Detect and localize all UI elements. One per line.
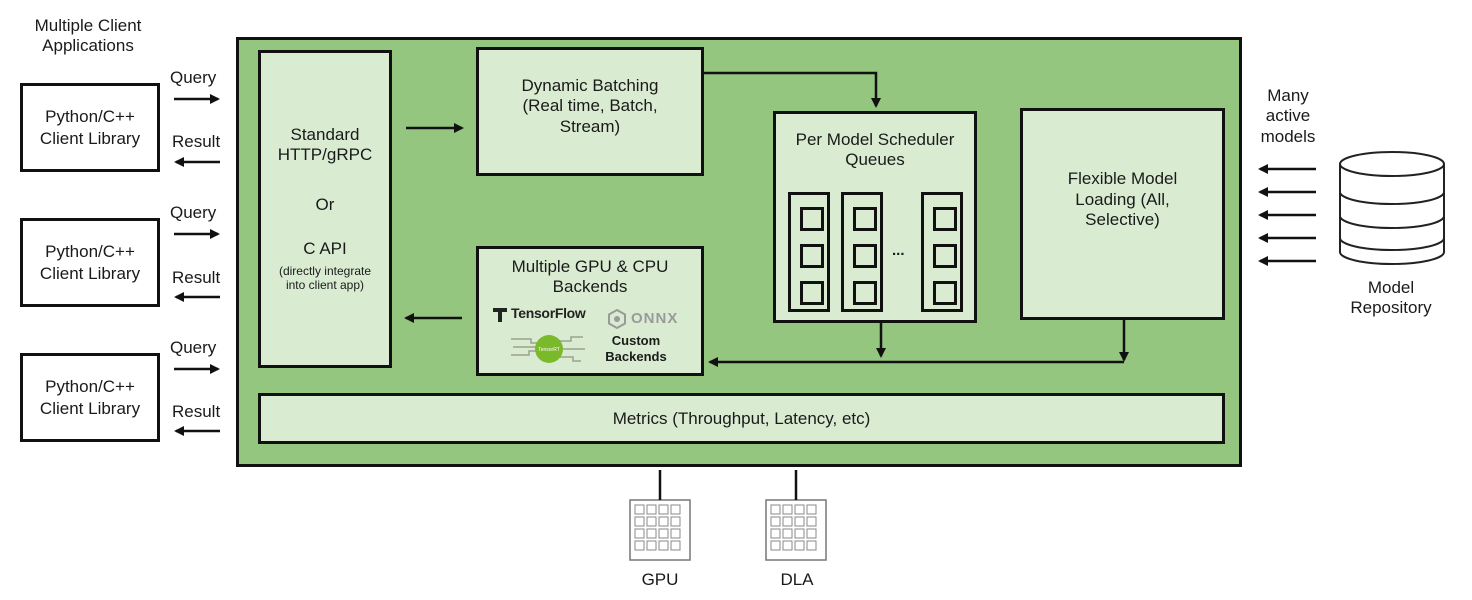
tensorrt-text: TensorRT [538,347,560,353]
queue-slot [933,244,957,268]
gpu-chip-icon [629,499,691,561]
query-label-1: Query [170,68,217,87]
many-active-models-label: Many active models [1260,86,1316,146]
metrics-box: Metrics (Throughput, Latency, etc) [258,393,1225,444]
onnx-text: ONNX [631,310,679,327]
model-loading-label: Flexible Model Loading (All, Selective) [1067,169,1178,230]
queue-slot [800,207,824,231]
tensorrt-logo: TensorRT [511,335,585,363]
queue-slot [853,281,877,305]
database-icon [1339,151,1445,265]
backends-box: Multiple GPU & CPU Backends TensorFlow O… [476,246,704,376]
result-label-1: Result [172,132,221,151]
c-api-note: (directly integrate into client app) [278,264,372,293]
tensorflow-icon [493,308,507,322]
backends-title: Multiple GPU & CPU Backends [511,257,669,297]
scheduler-box: Per Model Scheduler Queues ... [773,111,977,323]
custom-backends-label: Custom Backends [605,333,667,364]
client-library-box-1: Python/C++ Client Library [20,83,160,172]
gpu-label: GPU [641,570,679,589]
result-label-3: Result [172,402,221,421]
model-repository-label: Model Repository [1350,278,1432,318]
query-label-2: Query [170,203,217,222]
onnx-logo: ONNX [607,309,703,331]
queue-slot [853,207,877,231]
client-library-box-2: Python/C++ Client Library [20,218,160,307]
dynamic-batching-box: Dynamic Batching (Real time, Batch, Stre… [476,47,704,176]
dla-chip-icon [765,499,827,561]
api-box: Standard HTTP/gRPC Or C API (directly in… [258,50,392,368]
api-or-label: Or [315,195,335,214]
queue-slot [853,244,877,268]
queue-column-3 [921,192,963,312]
api-protocol-label: Standard HTTP/gRPC [277,125,373,165]
model-loading-box: Flexible Model Loading (All, Selective) [1020,108,1225,320]
tensorflow-logo: TensorFlow [491,305,601,325]
dynamic-batching-label: Dynamic Batching (Real time, Batch, Stre… [521,75,659,136]
client-library-box-3: Python/C++ Client Library [20,353,160,442]
queue-slot [933,207,957,231]
result-label-2: Result [172,268,221,287]
scheduler-title: Per Model Scheduler Queues [795,130,955,170]
tensorflow-text: TensorFlow [511,305,586,321]
onnx-icon [608,309,626,329]
queue-slot [800,244,824,268]
query-label-3: Query [170,338,217,357]
queue-slot [800,281,824,305]
queue-slot [933,281,957,305]
queue-column-2 [841,192,883,312]
clients-header: Multiple Client Applications [34,16,142,56]
queue-ellipsis: ... [892,242,905,259]
queue-column-1 [788,192,830,312]
metrics-label: Metrics (Throughput, Latency, etc) [612,408,871,428]
c-api-label: C API [303,239,347,258]
dla-label: DLA [780,570,814,589]
